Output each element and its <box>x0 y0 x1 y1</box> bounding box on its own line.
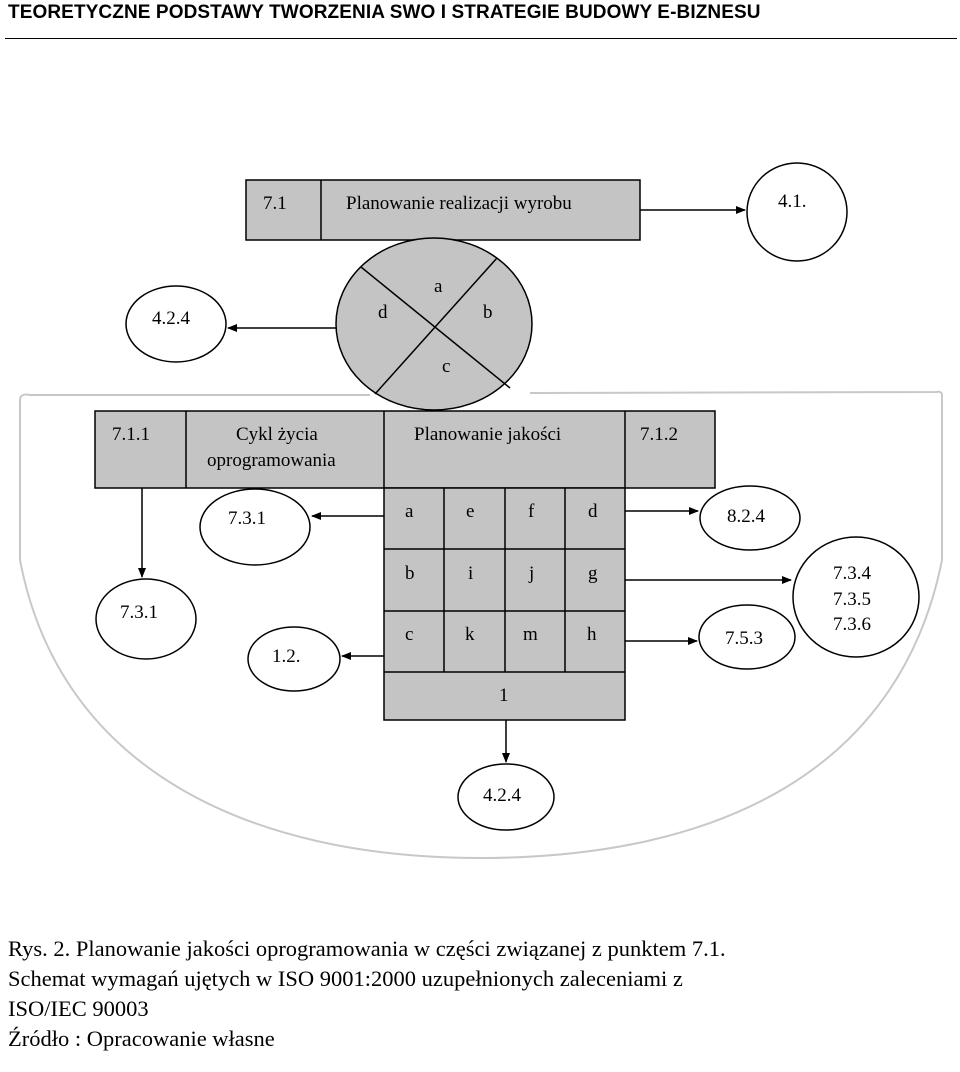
node-7-3-1-lower: 7.3.1 <box>95 578 197 660</box>
svg-text:4.1.: 4.1. <box>778 191 807 212</box>
middle-left-title-line2: oprogramowania <box>207 450 336 471</box>
svg-text:7.5.3: 7.5.3 <box>725 628 763 649</box>
requirements-grid: a e f d b i j g c k m h 1 <box>383 487 626 721</box>
svg-text:7.3.4: 7.3.4 <box>833 563 872 584</box>
figure-caption: Rys. 2. Planowanie jakości oprogramowani… <box>8 934 952 1054</box>
node-1-2: 1.2. <box>247 626 341 692</box>
caption-line-3: ISO/IEC 90003 <box>8 996 149 1021</box>
node-7-3-4-5-6: 7.3.4 7.3.5 7.3.6 <box>792 536 920 658</box>
header-rule <box>5 38 957 39</box>
node-4-2-4-bottom: 4.2.4 <box>457 763 555 831</box>
grid-cell: g <box>588 563 598 584</box>
node-7-5-3: 7.5.3 <box>698 604 796 670</box>
svg-text:7.3.1: 7.3.1 <box>120 602 158 623</box>
circle-segment-left: d <box>378 302 388 323</box>
node-8-2-4: 8.2.4 <box>699 485 801 551</box>
grid-cell: k <box>465 624 475 645</box>
grid-cell: b <box>405 563 415 584</box>
grid-cell: c <box>405 624 413 645</box>
grid-cell: i <box>468 563 473 584</box>
grid-cell: h <box>587 624 597 645</box>
top-box-number: 7.1 <box>263 193 287 214</box>
quality-planning-diagram: 7.1 Planowanie realizacji wyrobu a b c d… <box>19 162 943 860</box>
svg-text:7.3.5: 7.3.5 <box>833 589 871 610</box>
svg-text:4.2.4: 4.2.4 <box>152 308 191 329</box>
grid-cell: e <box>466 501 474 522</box>
grid-cell: j <box>528 563 534 584</box>
caption-source: Źródło : Opracowanie własne <box>8 1026 275 1051</box>
connector-arrows <box>138 206 792 763</box>
circle-segment-right: b <box>483 302 493 323</box>
circle-segment-top: a <box>434 276 443 297</box>
grid-cell: m <box>523 624 538 645</box>
segment-circle: a b c d <box>335 237 533 411</box>
node-4-1: 4.1. <box>746 162 848 262</box>
svg-text:1.2.: 1.2. <box>272 646 301 667</box>
grid-cell: f <box>528 501 535 522</box>
caption-line-1: Rys. 2. Planowanie jakości oprogramowani… <box>8 936 726 961</box>
middle-left-number: 7.1.1 <box>112 424 150 445</box>
middle-header-row: 7.1.1 Cykl życia oprogramowania Planowan… <box>94 410 716 489</box>
circle-segment-bottom: c <box>442 356 450 377</box>
middle-right-number: 7.1.2 <box>640 424 678 445</box>
caption-line-2: Schemat wymagań ujętych w ISO 9001:2000 … <box>8 966 683 991</box>
middle-left-title-line1: Cykl życia <box>236 424 318 445</box>
svg-text:7.3.1: 7.3.1 <box>228 508 266 529</box>
top-box-title: Planowanie realizacji wyrobu <box>346 193 572 214</box>
grid-footer: 1 <box>499 685 509 706</box>
node-7-3-1-upper: 7.3.1 <box>199 488 311 566</box>
node-4-2-4-top: 4.2.4 <box>125 285 227 363</box>
scope-region-outline <box>19 390 943 860</box>
page-header-title: TEORETYCZNE PODSTAWY TWORZENIA SWO I STR… <box>8 2 761 23</box>
middle-center-title: Planowanie jakości <box>414 424 561 445</box>
svg-text:7.3.6: 7.3.6 <box>833 614 871 635</box>
top-process-box: 7.1 Planowanie realizacji wyrobu <box>245 179 641 241</box>
grid-cell: a <box>405 501 414 522</box>
svg-text:4.2.4: 4.2.4 <box>483 785 522 806</box>
grid-cell: d <box>588 501 598 522</box>
svg-text:8.2.4: 8.2.4 <box>727 506 766 527</box>
